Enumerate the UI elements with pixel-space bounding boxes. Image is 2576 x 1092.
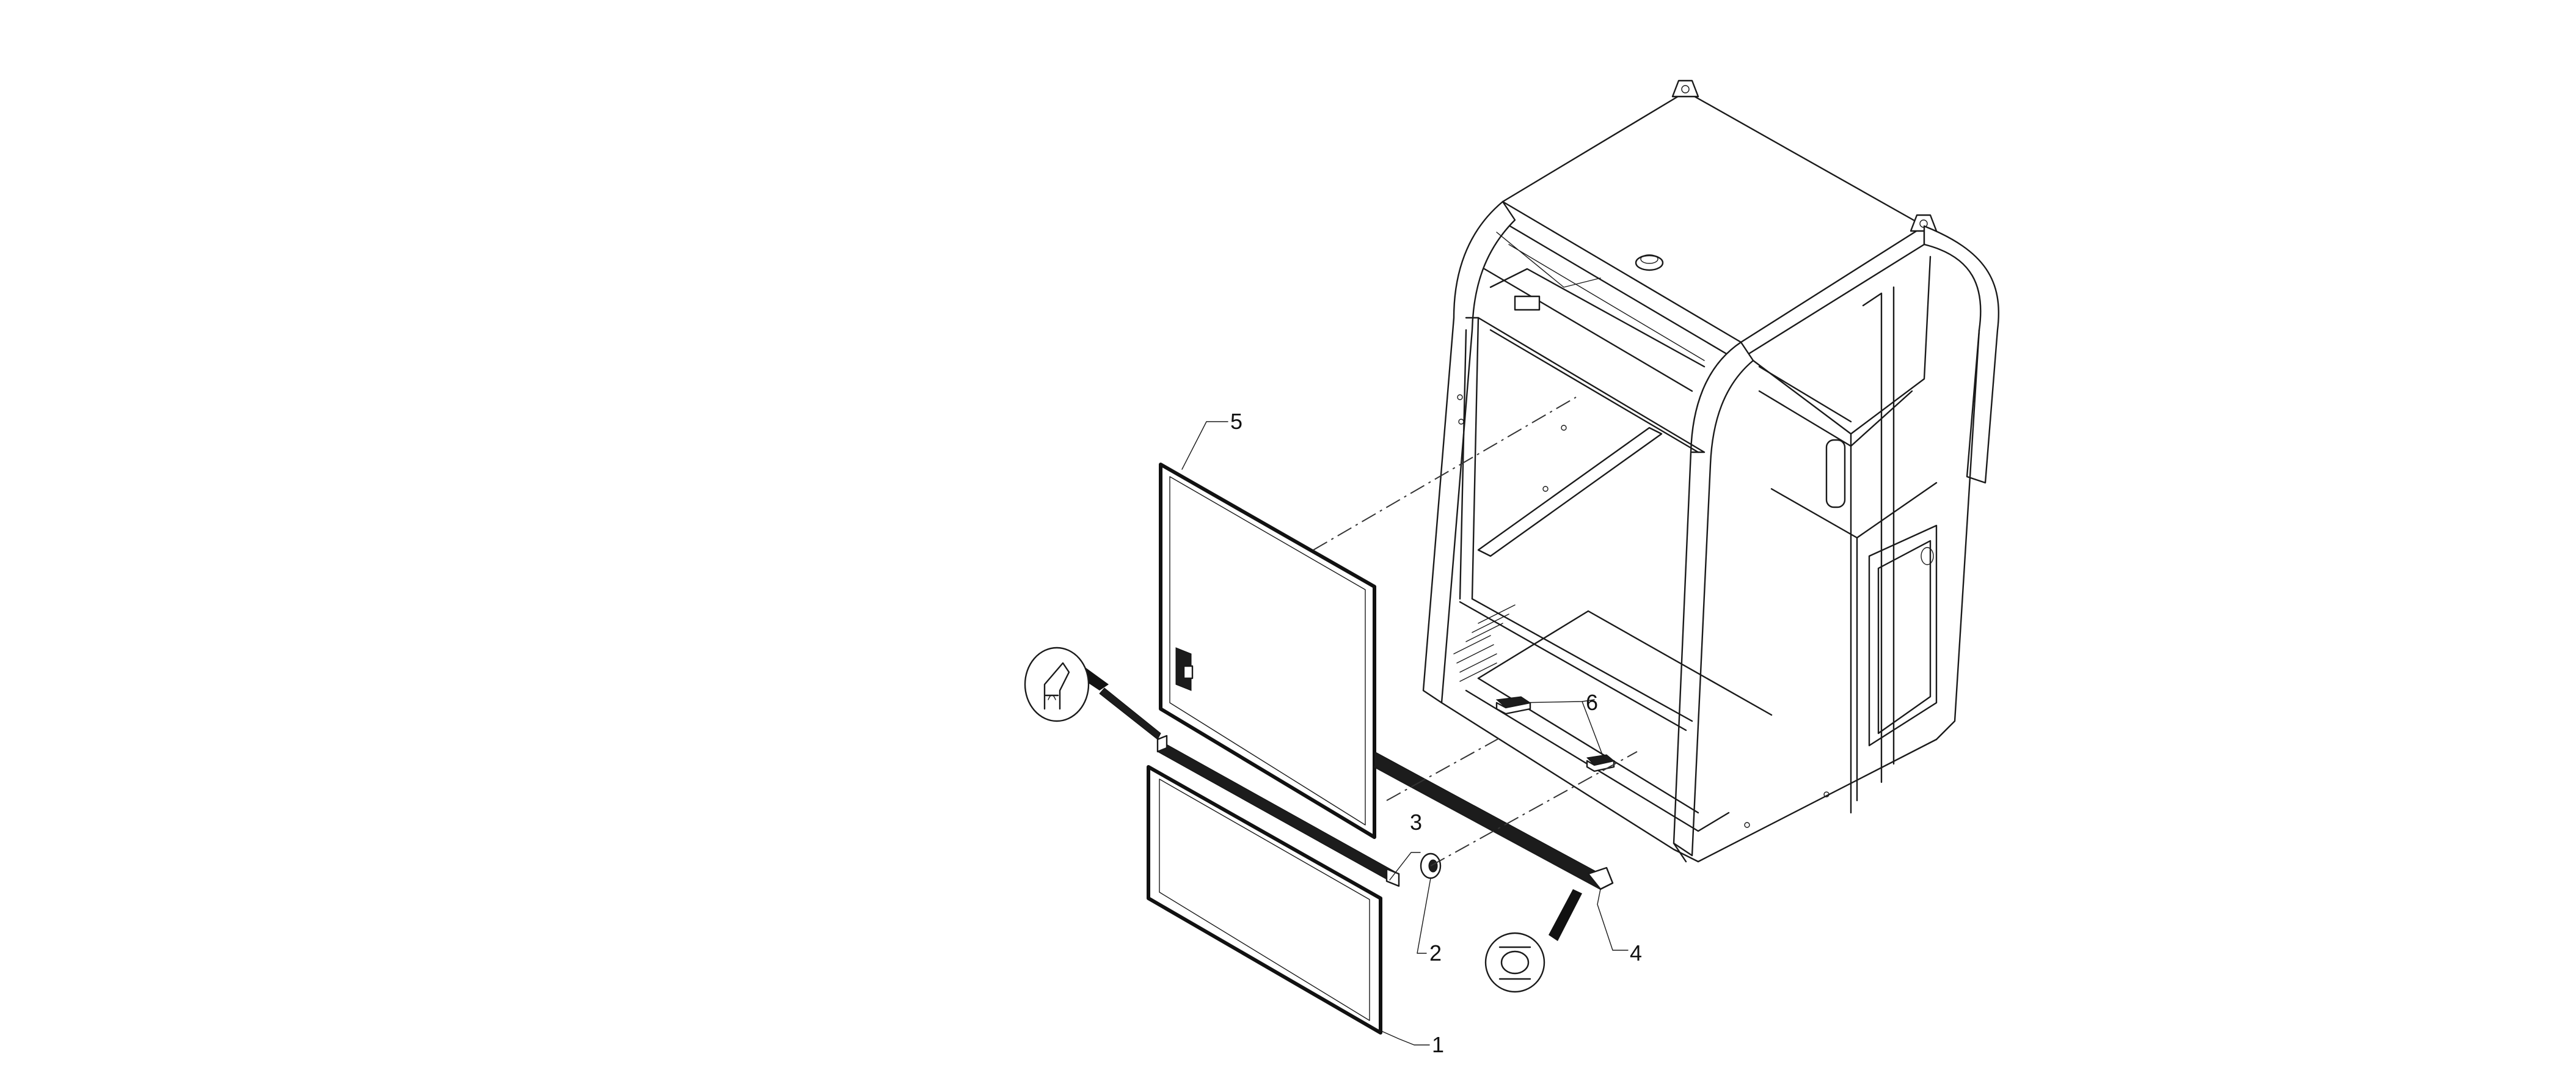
vent-slots xyxy=(1453,604,1516,682)
lubricant-symbol-icon xyxy=(1484,889,1582,993)
front-right-pillar xyxy=(1673,341,1754,857)
cab-roof xyxy=(1501,90,1925,343)
lifting-eye-front xyxy=(1671,79,1699,98)
part-pads xyxy=(1495,696,1615,772)
alignment-lines xyxy=(1313,397,1638,867)
callout-5: 5 xyxy=(1230,409,1242,434)
door-handle xyxy=(1825,439,1846,508)
part-guide-rail xyxy=(1373,751,1614,890)
callout-4: 4 xyxy=(1630,940,1642,966)
window-latch xyxy=(1175,647,1194,691)
callout-1: 1 xyxy=(1432,1032,1444,1057)
cab-assembly xyxy=(1422,79,2000,863)
part-upper-window-glass xyxy=(1159,463,1376,839)
callout-6: 6 xyxy=(1586,690,1598,715)
part-seal-strip xyxy=(1156,735,1400,887)
roof-cap xyxy=(1635,254,1664,271)
part-lower-window-glass xyxy=(1147,765,1382,1035)
front-left-pillar xyxy=(1422,200,1516,704)
callout-3: 3 xyxy=(1410,810,1422,835)
rear-right-pillar xyxy=(1923,225,2000,484)
leader-lines xyxy=(1181,421,1629,1046)
callout-2: 2 xyxy=(1429,940,1442,966)
seal-profile-detail-icon xyxy=(1024,647,1161,740)
